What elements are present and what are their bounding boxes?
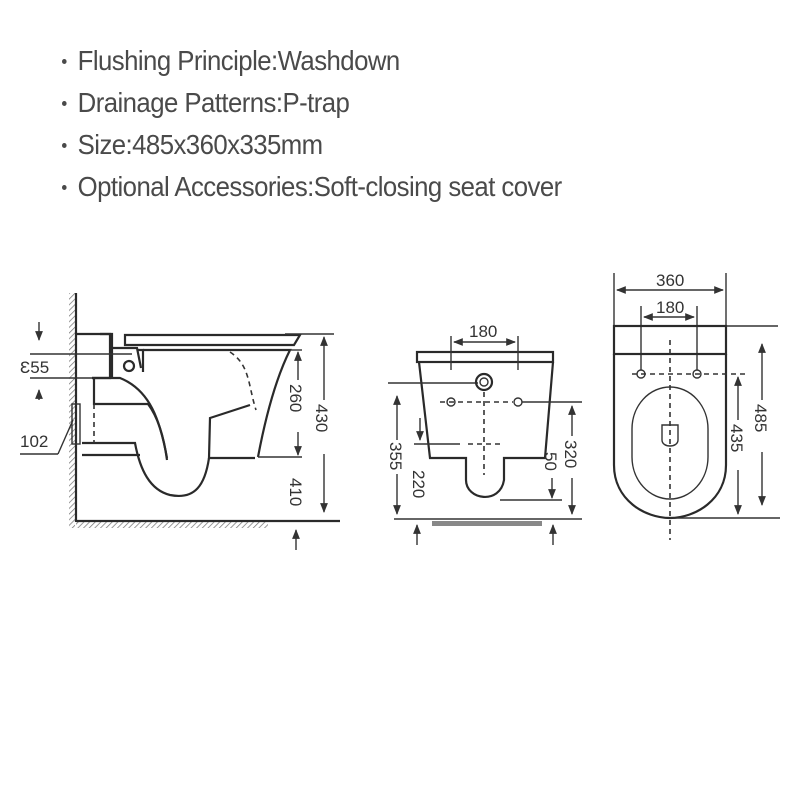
floor-hatch xyxy=(76,522,268,528)
dim-rear-bolt-spacing: 180 xyxy=(469,322,497,341)
bullet-icon xyxy=(62,184,67,190)
dim-outlet: 102 xyxy=(20,432,48,451)
side-view-drawing: Ɛ55 102 260 430 410 xyxy=(20,293,340,550)
bullet-icon xyxy=(62,142,67,148)
dim-inlet-diameter: Ɛ55 xyxy=(20,358,49,377)
dim-width: 360 xyxy=(656,271,684,290)
dim-top-bolt-spacing: 180 xyxy=(656,298,684,317)
top-view-drawing: 360 180 485 435 xyxy=(612,271,780,540)
dim-length: 485 xyxy=(751,404,770,432)
rear-view-drawing: 180 355 220 50 320 xyxy=(386,322,582,545)
dim-bowl-height: 260 xyxy=(286,384,305,412)
spec-drainage-patterns: Drainage Patterns:P-trap xyxy=(62,82,562,124)
bullet-icon xyxy=(62,58,67,64)
dim-bolt-to-front: 435 xyxy=(727,424,746,452)
spec-optional-accessories: Optional Accessories:Soft-closing seat c… xyxy=(62,166,562,208)
dim-floor-clearance: 410 xyxy=(286,478,305,506)
spec-list: Flushing Principle:Washdown Drainage Pat… xyxy=(62,40,605,208)
spec-flushing-principle: Flushing Principle:Washdown xyxy=(62,40,562,82)
floor-hatch xyxy=(432,521,542,526)
dim-total-height: 430 xyxy=(312,404,331,432)
dim-rear-bolt-height: 355 xyxy=(386,442,405,470)
dim-mount-height: 320 xyxy=(561,440,580,468)
spec-size: Size:485x360x335mm xyxy=(62,124,562,166)
dim-drain-offset: 50 xyxy=(541,452,560,471)
dim-outlet-height: 220 xyxy=(409,470,428,498)
bullet-icon xyxy=(62,100,67,106)
